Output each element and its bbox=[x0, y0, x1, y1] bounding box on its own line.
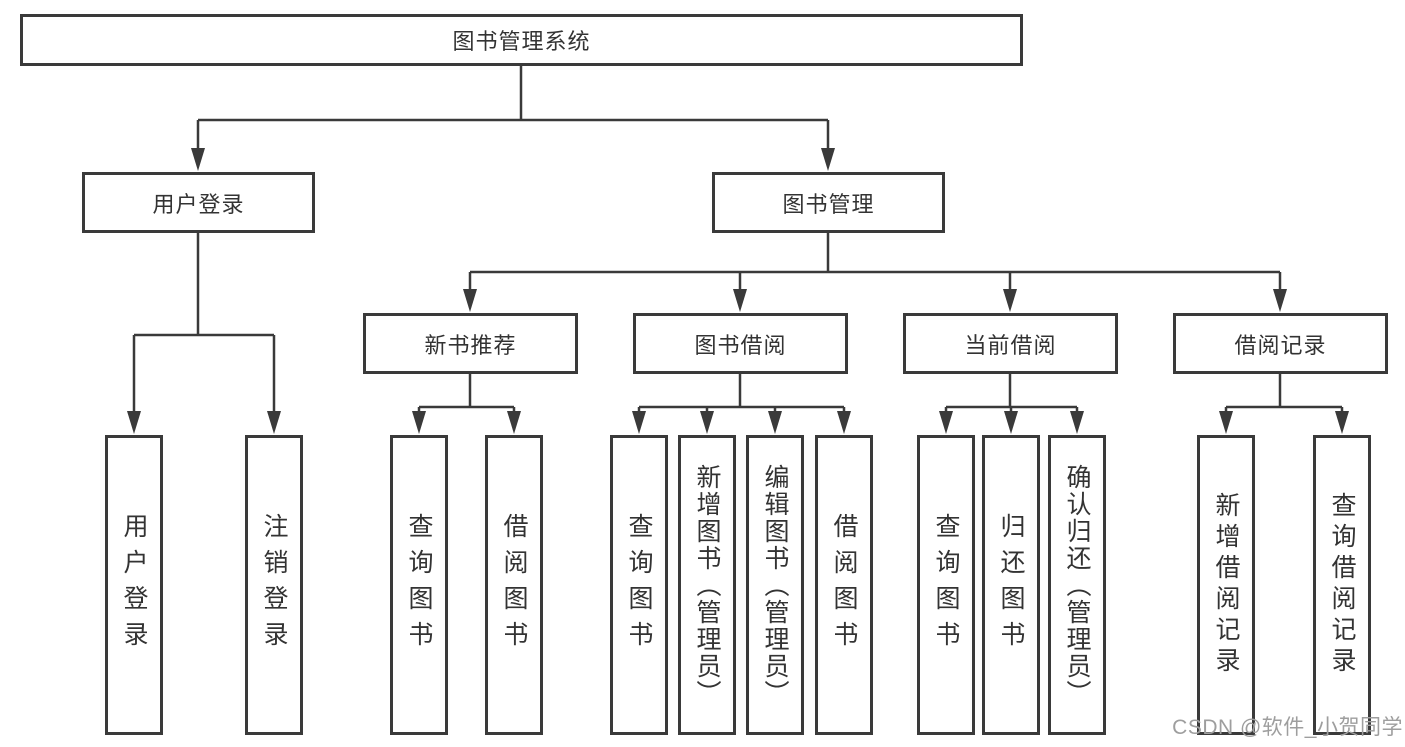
arrowheads bbox=[127, 148, 1349, 434]
leaf-confirm-return-admin: 确认归还（管理员） bbox=[1048, 435, 1106, 735]
leaf-query-book-recommend: 查询图书 bbox=[390, 435, 448, 735]
leaf-borrow-book-recommend: 借阅图书 bbox=[485, 435, 543, 735]
leaf-return-book: 归还图书 bbox=[982, 435, 1040, 735]
node-borrow-records: 借阅记录 bbox=[1173, 313, 1388, 374]
node-book-management-branch: 图书管理 bbox=[712, 172, 945, 233]
leaf-query-book-borrow: 查询图书 bbox=[610, 435, 668, 735]
leaf-query-borrow-record: 查询借阅记录 bbox=[1313, 435, 1371, 735]
leaf-add-book-admin: 新增图书（管理员） bbox=[678, 435, 736, 735]
node-new-book-recommend: 新书推荐 bbox=[363, 313, 578, 374]
leaf-logout: 注销登录 bbox=[245, 435, 303, 735]
node-root-library-system: 图书管理系统 bbox=[20, 14, 1023, 66]
leaf-edit-book-admin: 编辑图书（管理员） bbox=[746, 435, 804, 735]
leaf-add-borrow-record: 新增借阅记录 bbox=[1197, 435, 1255, 735]
leaf-query-book-current: 查询图书 bbox=[917, 435, 975, 735]
node-user-login-branch: 用户登录 bbox=[82, 172, 315, 233]
leaf-borrow-book: 借阅图书 bbox=[815, 435, 873, 735]
leaf-user-login: 用户登录 bbox=[105, 435, 163, 735]
node-book-borrow: 图书借阅 bbox=[633, 313, 848, 374]
node-current-borrow: 当前借阅 bbox=[903, 313, 1118, 374]
csdn-watermark: CSDN @软件_小贺同学 bbox=[1172, 716, 1403, 739]
